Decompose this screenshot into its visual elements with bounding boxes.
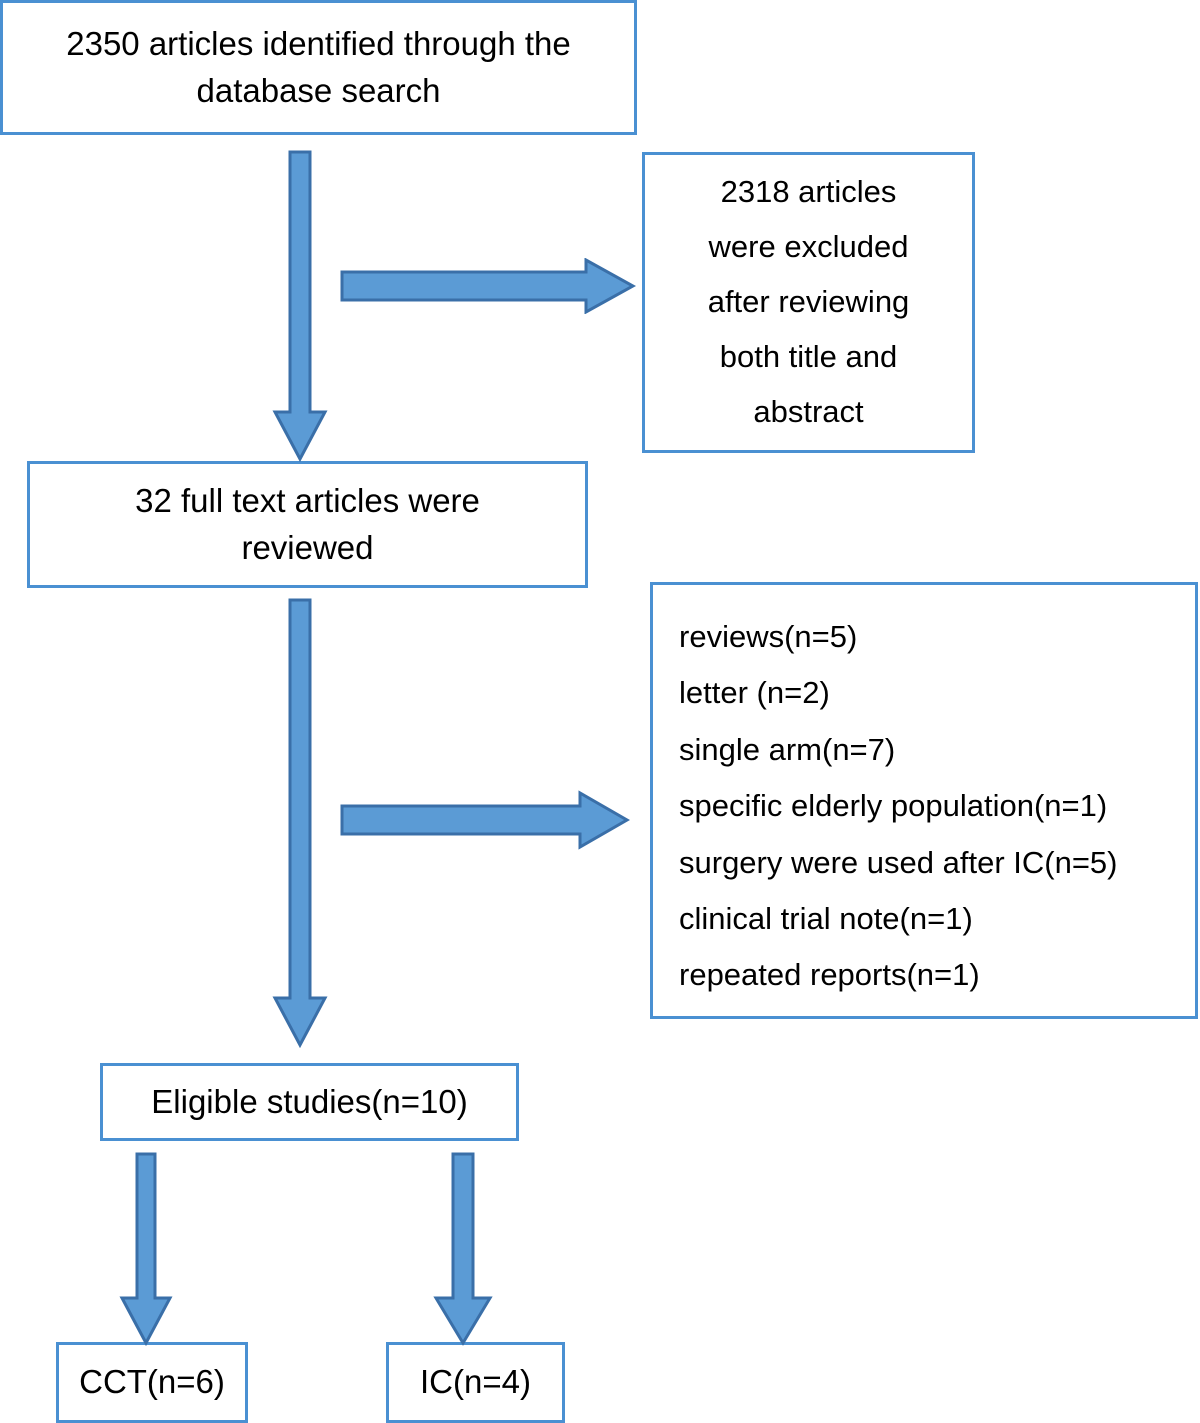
- arrow-identified-to-fulltext-icon: [272, 150, 328, 462]
- arrow-identified-to-excluded-icon: [340, 258, 636, 314]
- node-articles-identified-label: 2350 articles identified through the dat…: [66, 24, 571, 109]
- node-full-text-reviewed: 32 full text articles were reviewed: [27, 461, 588, 588]
- node-eligible-studies-label: Eligible studies(n=10): [151, 1082, 468, 1120]
- node-exclusion-reasons: reviews(n=5) letter (n=2) single arm(n=7…: [650, 582, 1198, 1019]
- arrow-eligible-to-ic-icon: [432, 1152, 494, 1346]
- node-articles-excluded-label: 2318 articles were excluded after review…: [707, 174, 910, 429]
- arrow-fulltext-to-eligible-icon: [272, 598, 328, 1048]
- node-ic-label: IC(n=4): [420, 1363, 531, 1401]
- node-ic: IC(n=4): [386, 1342, 565, 1423]
- node-articles-excluded: 2318 articles were excluded after review…: [642, 152, 975, 453]
- arrow-fulltext-to-reasons-icon: [340, 790, 630, 850]
- node-exclusion-reasons-label: reviews(n=5) letter (n=2) single arm(n=7…: [679, 619, 1118, 993]
- arrow-eligible-to-cct-icon: [118, 1152, 174, 1346]
- node-articles-identified: 2350 articles identified through the dat…: [0, 0, 637, 135]
- node-full-text-reviewed-label: 32 full text articles were reviewed: [135, 481, 480, 566]
- node-cct-label: CCT(n=6): [79, 1363, 225, 1401]
- node-cct: CCT(n=6): [56, 1342, 248, 1423]
- node-eligible-studies: Eligible studies(n=10): [100, 1063, 519, 1141]
